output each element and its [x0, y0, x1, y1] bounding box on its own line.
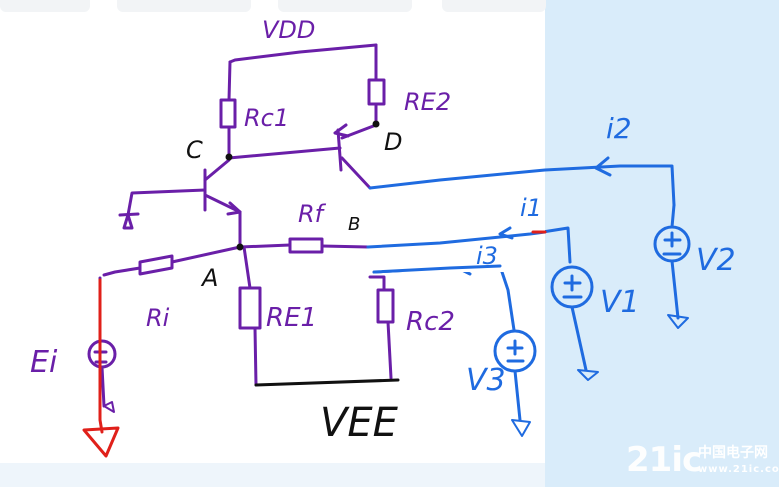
label-vdd: VDD: [262, 16, 315, 44]
label-b: B: [348, 214, 360, 235]
toolbar-chip: [442, 0, 546, 12]
toolbar-chip: [117, 0, 251, 12]
canvas-bottom-strip: [0, 463, 545, 487]
watermark-cn: 中国电子网: [698, 445, 768, 461]
vee-rail: [254, 378, 400, 387]
rc1-resistor: [219, 98, 237, 129]
label-v1: V1: [600, 285, 640, 320]
watermark-logo: 21ic: [626, 440, 702, 480]
red-ground-arrow: [82, 426, 120, 458]
re1-resistor: [238, 286, 262, 330]
watermark-site: www.21ic.com: [698, 464, 779, 475]
toolbar-chip: [278, 0, 412, 12]
label-rc1: Rc1: [244, 104, 289, 132]
label-v3: V3: [466, 363, 506, 398]
label-d: D: [384, 128, 402, 156]
label-ei: Ei: [30, 345, 58, 380]
label-a: A: [200, 264, 218, 292]
t2-base-bar: [336, 128, 343, 172]
side-panel: [545, 0, 779, 487]
label-vee: VEE: [320, 400, 399, 446]
label-re2: RE2: [404, 88, 451, 116]
label-i1: i1: [520, 194, 542, 222]
label-i3: i3: [476, 242, 498, 270]
label-box-b: [368, 190, 545, 272]
junction-dots: [225, 120, 380, 251]
rc2-resistor: [376, 288, 395, 324]
label-c: C: [186, 136, 203, 164]
label-re1: RE1: [266, 303, 317, 333]
label-rc2: Rc2: [406, 307, 455, 337]
t2-emitter-arrow: [333, 123, 350, 138]
label-i2: i2: [606, 112, 632, 145]
purple-circuit: [87, 43, 395, 413]
vdd-rail: [228, 43, 378, 64]
toolbar-chip: [0, 0, 90, 12]
site-watermark: 21ic 中国电子网 www.21ic.com: [626, 440, 779, 480]
label-rf: Rf: [298, 200, 327, 228]
label-ri: Ri: [146, 304, 170, 332]
re2-resistor: [367, 78, 386, 106]
red-input: [82, 278, 120, 458]
label-v2: V2: [696, 243, 736, 278]
ri-resistor: [138, 254, 174, 276]
rf-resistor: [288, 237, 324, 254]
